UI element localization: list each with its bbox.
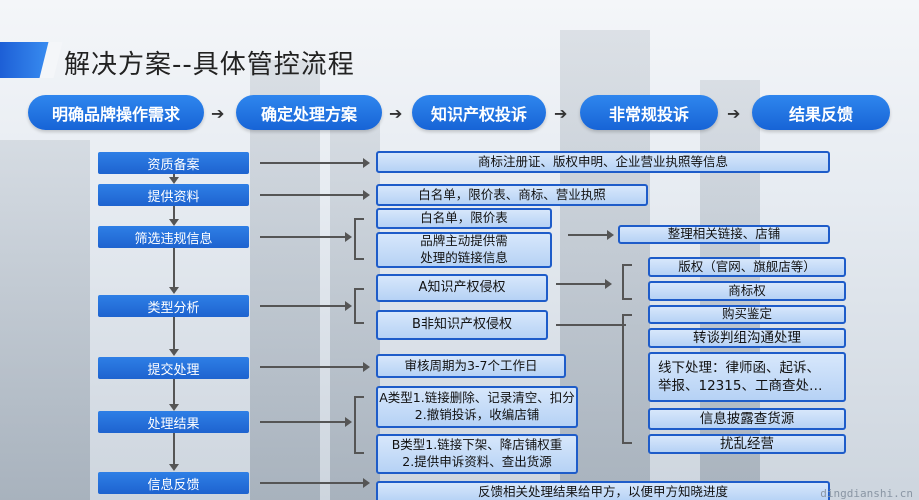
- bracket: [354, 396, 364, 454]
- right-arrow: [260, 158, 370, 168]
- right-arrow: [260, 190, 370, 200]
- result-b-line: B类型1.链接下架、降店铺权重: [391, 437, 563, 453]
- organize-box: 整理相关链接、店铺: [618, 225, 830, 244]
- brand-links-box: 品牌主动提供需 处理的链接信息: [376, 232, 552, 268]
- step-pill: 确定处理方案: [236, 95, 382, 130]
- result-a-line: 2.撤销投诉，收编店铺: [414, 407, 540, 422]
- right-arrow: [260, 301, 352, 311]
- type-a-box: A知识产权侵权: [376, 274, 548, 302]
- right-arrow: [260, 232, 352, 242]
- step-pill: 结果反馈: [752, 95, 890, 130]
- bracket: [622, 264, 632, 300]
- negotiate-box: 转谈判组沟通处理: [648, 328, 846, 348]
- background-building: [250, 60, 320, 500]
- stage-box: 筛选违规信息: [98, 226, 249, 248]
- materials-box: 白名单，限价表、商标、营业执照: [376, 184, 648, 206]
- disrupt-box: 扰乱经营: [648, 434, 846, 454]
- stage-box: 类型分析: [98, 295, 249, 317]
- brand-links-line: 品牌主动提供需: [420, 233, 508, 249]
- background-building: [0, 140, 90, 500]
- right-arrow: [260, 417, 352, 427]
- result-a-line: A类型1.链接删除、记录清空、扣分: [379, 390, 575, 406]
- stage-box: 信息反馈: [98, 472, 249, 494]
- watermark: dingdianshi.cn: [820, 487, 913, 500]
- offline-box: 线下处理：律师函、起诉、 举报、12315、工商查处…: [648, 352, 846, 402]
- arrow-right-icon: ➔: [389, 104, 403, 123]
- arrow-right-icon: ➔: [554, 104, 568, 123]
- down-arrow: [169, 248, 179, 294]
- down-arrow: [169, 206, 179, 226]
- offline-line: 线下处理：律师函、起诉、: [658, 359, 820, 376]
- type-b-box: B非知识产权侵权: [376, 310, 548, 340]
- step-pill: 知识产权投诉: [412, 95, 546, 130]
- feedback-box: 反馈相关处理结果给甲方，以便甲方知晓进度: [376, 481, 830, 500]
- arrow-right-icon: ➔: [211, 104, 225, 123]
- connector-line: [556, 324, 626, 326]
- down-arrow: [169, 433, 179, 471]
- step-pill: 非常规投诉: [580, 95, 718, 130]
- stage-box: 提交处理: [98, 357, 249, 379]
- offline-line: 举报、12315、工商查处…: [658, 378, 823, 394]
- copyright-box: 版权（官网、旗舰店等）: [648, 257, 846, 277]
- step-pill: 明确品牌操作需求: [28, 95, 204, 130]
- bracket: [622, 314, 632, 444]
- purchase-box: 购买鉴定: [648, 305, 846, 324]
- result-a-box: A类型1.链接删除、记录清空、扣分 2.撤销投诉，收编店铺: [376, 386, 578, 428]
- right-arrow: [260, 362, 370, 372]
- whitelist-box: 白名单，限价表: [376, 208, 552, 229]
- down-arrow: [169, 317, 179, 356]
- stage-box: 处理结果: [98, 411, 249, 433]
- right-arrow: [556, 279, 612, 289]
- page-title: 解决方案--具体管控流程: [64, 50, 355, 80]
- bracket: [354, 288, 364, 324]
- result-b-box: B类型1.链接下架、降店铺权重 2.提供申诉资料、查出货源: [376, 434, 578, 474]
- disclose-box: 信息披露查货源: [648, 408, 846, 430]
- qualification-box: 商标注册证、版权申明、企业营业执照等信息: [376, 151, 830, 173]
- brand-links-line: 处理的链接信息: [420, 250, 508, 265]
- down-arrow: [169, 174, 179, 184]
- stage-box: 资质备案: [98, 152, 249, 174]
- bracket: [354, 218, 364, 260]
- stage-box: 提供资料: [98, 184, 249, 206]
- arrow-right-icon: ➔: [727, 104, 741, 123]
- review-box: 审核周期为3-7个工作日: [376, 354, 566, 378]
- trademark-box: 商标权: [648, 281, 846, 301]
- right-arrow: [568, 230, 614, 240]
- right-arrow: [260, 478, 370, 488]
- result-b-line: 2.提供申诉资料、查出货源: [402, 454, 552, 469]
- down-arrow: [169, 379, 179, 411]
